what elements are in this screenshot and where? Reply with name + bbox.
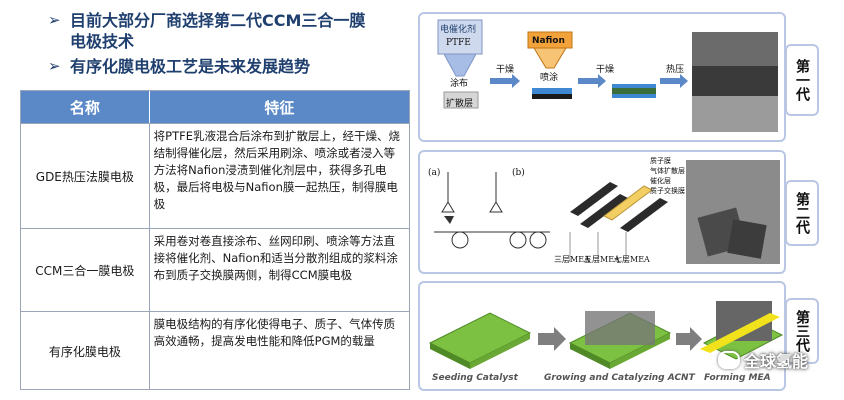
- gen1-diagram: 电催化剂 PTFE 涂布 扩散层 干燥 Nafion 喷涂 干燥 热压: [418, 12, 786, 142]
- gen2-mea-7: 七层MEA: [614, 255, 650, 264]
- row-feature: 膜电极结构的有序化使得电子、质子、气体传质高效通畅，提高发电性能和降低PGM的载…: [153, 317, 396, 348]
- gen2-tag-text: 第二代: [794, 192, 810, 234]
- gen2-mea-3: 三层MEA: [554, 255, 590, 264]
- row-name: 有序化膜电极: [21, 312, 150, 390]
- gen2-legend-4: 质子交换膜: [650, 187, 685, 195]
- wechat-icon: [718, 351, 740, 369]
- gen2-label-b: (b): [512, 168, 525, 178]
- bullet-item: ➢ 有序化膜电极工艺是未来发展趋势: [46, 56, 376, 77]
- gen2-label-a: (a): [428, 168, 441, 178]
- gen1-catalyst-label: 电催化剂: [440, 25, 477, 35]
- gen3-step-2-label: Growing and Catalyzing ACNT: [544, 373, 695, 383]
- gen2-legend-3: 催化层: [650, 177, 671, 185]
- row-name: GDE热压法膜电极: [21, 124, 150, 228]
- watermark: 全球氢能: [718, 348, 808, 372]
- gen2-process-figure: [434, 160, 780, 264]
- bullet-item: ➢ 目前大部分厂商选择第二代CCM三合一膜电极技术: [46, 10, 376, 52]
- bullet-text: 目前大部分厂商选择第二代CCM三合一膜电极技术: [70, 11, 366, 51]
- gen1-ptfe-label: PTFE: [446, 38, 471, 48]
- arrow-bullet-icon: ➢: [48, 11, 61, 29]
- header-feature: 特征: [149, 91, 409, 123]
- watermark-text: 全球氢能: [744, 352, 809, 371]
- table-header: 名称 特征: [21, 91, 409, 123]
- table-row: GDE热压法膜电极 将PTFE乳液混合后涂布到扩散层上，经干燥、烧结制得催化层，…: [21, 123, 409, 228]
- comparison-table: 名称 特征 GDE热压法膜电极 将PTFE乳液混合后涂布到扩散层上，经干燥、烧结…: [20, 90, 410, 390]
- gen3-tag: 第三代: [785, 298, 819, 364]
- gen1-tag-text: 第一代: [794, 59, 810, 101]
- gen1-spray-label: 喷涂: [540, 73, 559, 83]
- gen1-process-figure: [437, 19, 778, 132]
- gen1-diffusion-label: 扩散层: [446, 99, 474, 109]
- gen1-tag: 第一代: [785, 44, 819, 116]
- gen1-dry2-label: 干燥: [596, 65, 615, 75]
- row-feature: 采用卷对卷直接涂布、丝网印刷、喷涂等方法直接将催化剂、Nafion和适当分散剂组…: [153, 234, 398, 282]
- gen1-coat-label: 涂布: [450, 79, 469, 89]
- gen3-process-figure: [428, 301, 784, 369]
- row-feature: 将PTFE乳液混合后涂布到扩散层上，经干燥、烧结制得催化层，然后采用刷涂、喷涂或…: [153, 129, 400, 211]
- gen1-press-label: 热压: [666, 65, 685, 75]
- gen2-legend-1: 质子膜: [650, 157, 671, 165]
- gen3-tag-text: 第三代: [794, 310, 810, 352]
- gen2-diagram: (a) (b) 质子膜 气体扩散层 催化层 质子交换膜 三层MEA 五层MEA …: [418, 150, 786, 274]
- gen2-mea-5: 五层MEA: [584, 255, 620, 264]
- gen3-step-1-label: Seeding Catalyst: [432, 373, 518, 383]
- gen1-dry1-label: 干燥: [496, 65, 515, 75]
- gen3-diagram: Seeding Catalyst Growing and Catalyzing …: [418, 281, 786, 391]
- header-name: 名称: [21, 91, 150, 123]
- gen1-nafion-label: Nafion: [532, 36, 565, 46]
- bullet-list: ➢ 目前大部分厂商选择第二代CCM三合一膜电极技术 ➢ 有序化膜电极工艺是未来发…: [46, 10, 376, 77]
- gen2-tag: 第二代: [785, 180, 819, 246]
- table-row: CCM三合一膜电极 采用卷对卷直接涂布、丝网印刷、喷涂等方法直接将催化剂、Naf…: [21, 228, 409, 311]
- gen2-legend-2: 气体扩散层: [650, 167, 685, 175]
- arrow-bullet-icon: ➢: [48, 57, 61, 75]
- row-name: CCM三合一膜电极: [21, 229, 150, 311]
- bullet-text: 有序化膜电极工艺是未来发展趋势: [70, 57, 311, 76]
- table-row: 有序化膜电极 膜电极结构的有序化使得电子、质子、气体传质高效通畅，提高发电性能和…: [21, 311, 409, 390]
- gen3-step-3-label: Forming MEA: [704, 373, 771, 383]
